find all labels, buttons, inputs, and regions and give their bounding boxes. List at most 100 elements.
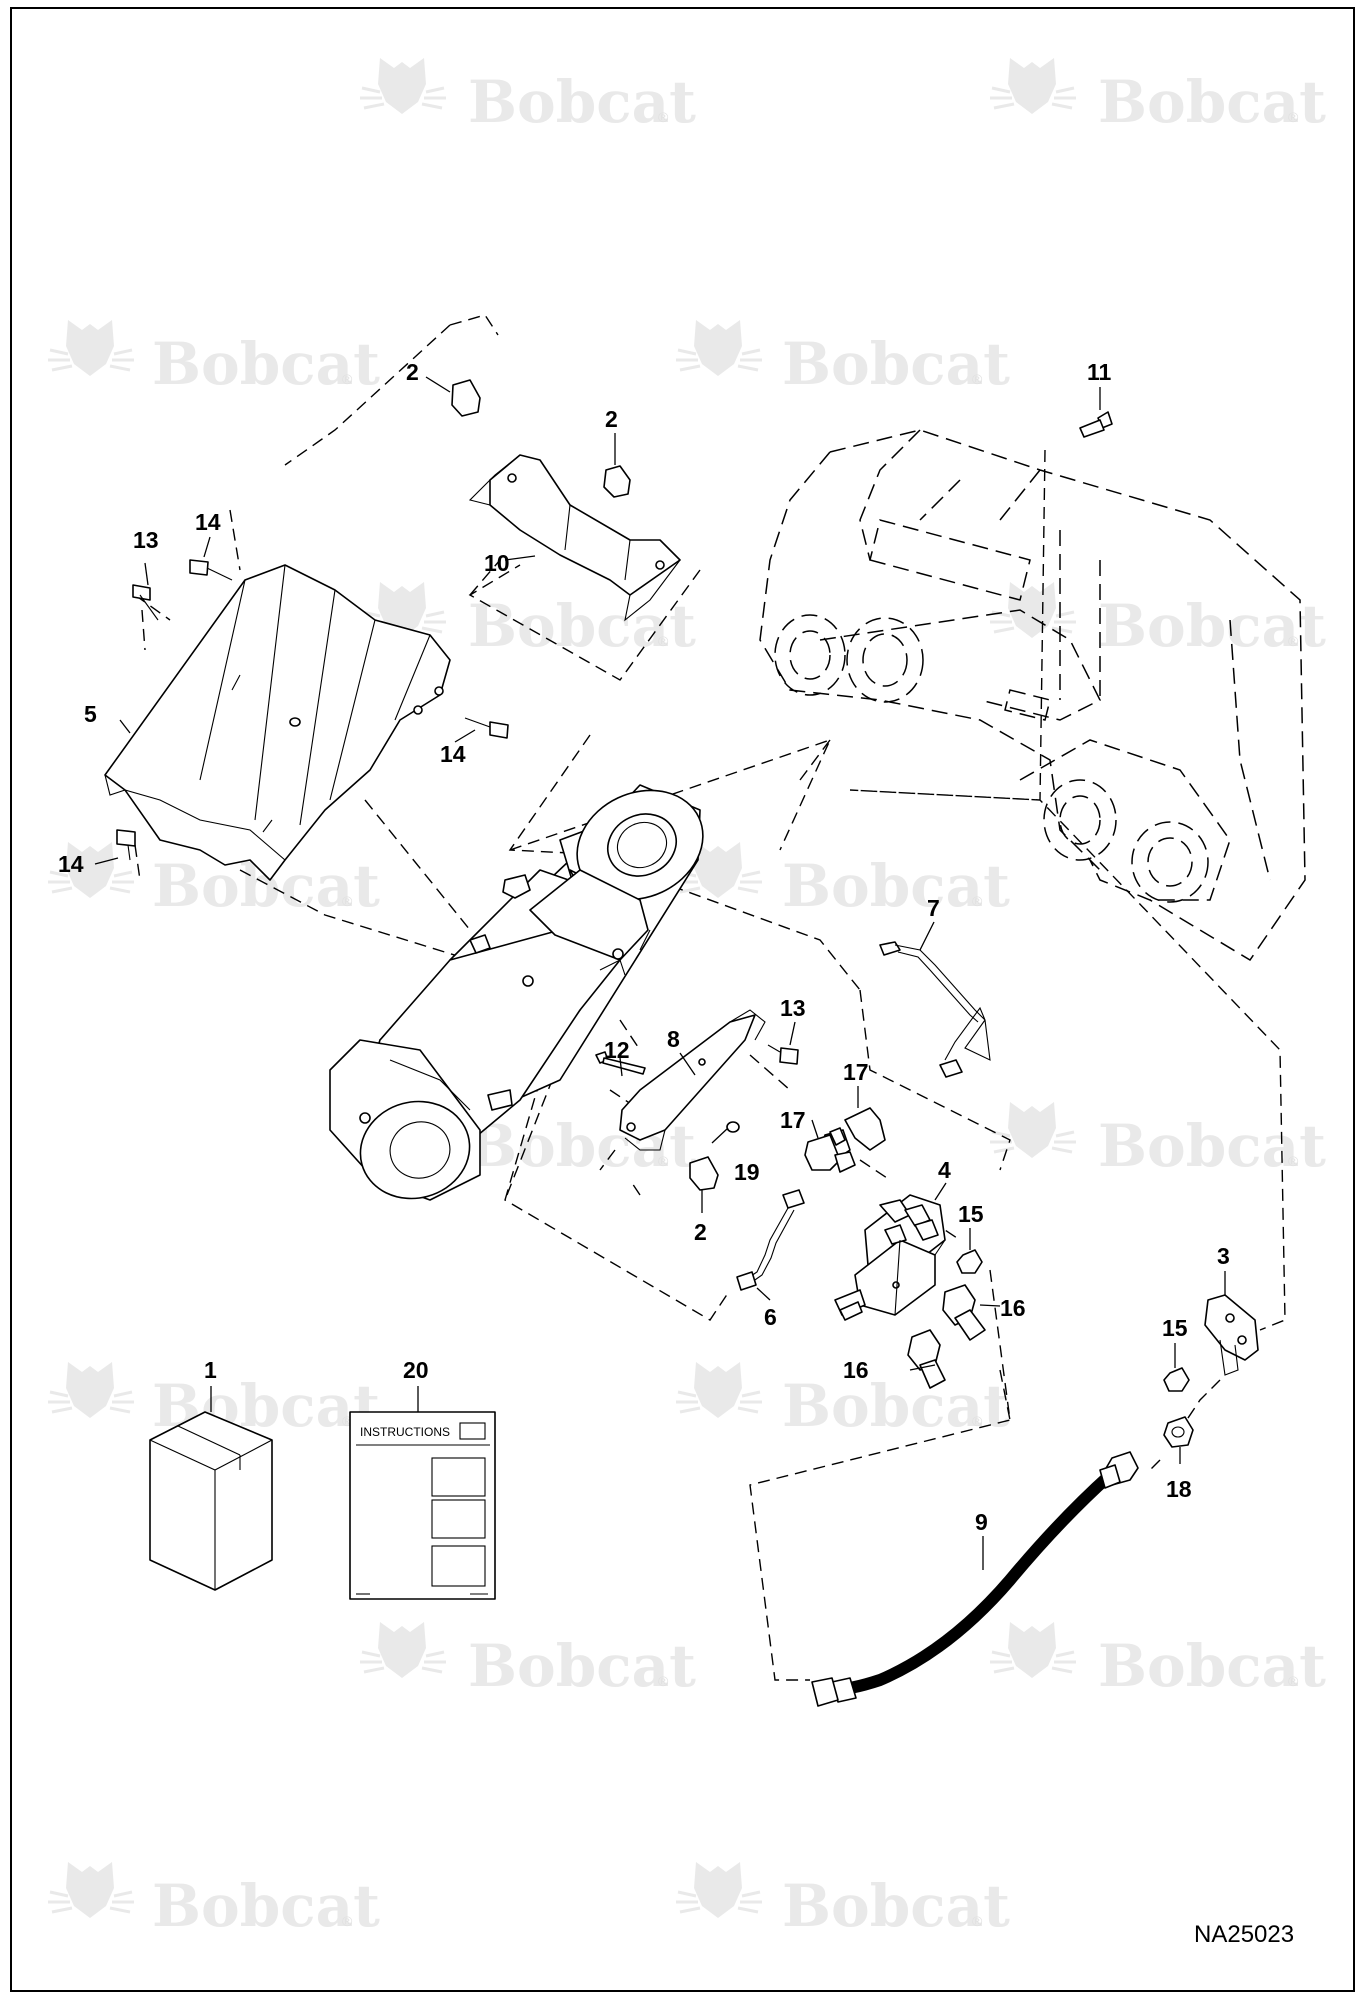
- callout-13-right: 13: [780, 995, 806, 1021]
- svg-text:Bobcat: Bobcat: [1098, 1632, 1326, 1700]
- watermark-12: Bobcat®: [674, 1360, 1010, 1440]
- watermark-15: Bobcat®: [46, 1860, 380, 1940]
- registered-mark: ®: [342, 1913, 353, 1929]
- nut-part-18: [1163, 1416, 1194, 1448]
- diagram-frame: [10, 7, 1355, 1992]
- callout-10: 10: [484, 550, 510, 576]
- callout-17-upper: 17: [843, 1059, 869, 1085]
- lift-cylinder: [329, 784, 704, 1201]
- elbow-17-upper: [844, 1107, 886, 1151]
- callout-16-right: 16: [1000, 1295, 1026, 1321]
- callout-19: 19: [734, 1159, 760, 1185]
- valve-part-4: [834, 1194, 946, 1321]
- registered-mark: ®: [658, 633, 669, 649]
- hose-part-9: [811, 1451, 1139, 1707]
- svg-text:Bobcat: Bobcat: [152, 330, 380, 398]
- callout-12: 12: [604, 1037, 630, 1063]
- registered-mark: ®: [1288, 1153, 1299, 1169]
- nut-15-upper: [956, 1249, 983, 1274]
- svg-text:Bobcat: Bobcat: [468, 1632, 696, 1700]
- watermark-layer: Bobcat® Bobcat® Bobcat® Bobcat® Bobcat® …: [46, 56, 1326, 1940]
- callout-18: 18: [1166, 1476, 1192, 1502]
- bolts-shield: [116, 559, 509, 861]
- callout-labels: 2 2 11 13 14 10 5 14 14 7 12 8 13 17 17 …: [58, 359, 1230, 1535]
- registered-mark: ®: [658, 1153, 669, 1169]
- bulkhead-plate-part-3: [1204, 1294, 1259, 1376]
- bleeder-fitting-mid: [469, 934, 491, 954]
- watermark-8: Bobcat®: [674, 840, 1010, 920]
- kit-box-part-1: [149, 1411, 273, 1591]
- svg-text:Bobcat: Bobcat: [152, 1872, 380, 1940]
- washer-19: [726, 1121, 740, 1133]
- svg-text:Bobcat: Bobcat: [1098, 68, 1326, 136]
- parts-8-12-13-19: [595, 1009, 799, 1151]
- shield-part-5: [104, 564, 451, 881]
- registered-mark: ®: [342, 1413, 353, 1429]
- callout-8: 8: [667, 1026, 680, 1052]
- leader-lines: [94, 376, 1226, 1570]
- tube-part-6: [736, 1189, 805, 1291]
- tube-part-7: [879, 941, 991, 1078]
- instruction-sheet-part-20: INSTRUCTIONS: [349, 1411, 496, 1600]
- elbow-fittings-17: [804, 1107, 886, 1173]
- watermark-2: Bobcat®: [988, 56, 1326, 136]
- watermark-13: Bobcat®: [358, 1620, 696, 1700]
- bolt-14-top: [189, 559, 233, 581]
- registered-mark: ®: [972, 893, 983, 909]
- callout-1: 1: [204, 1357, 217, 1383]
- callout-17-lower: 17: [780, 1107, 806, 1133]
- watermark-3: Bobcat®: [46, 318, 380, 398]
- svg-text:INSTRUCTIONS: INSTRUCTIONS: [360, 1425, 450, 1439]
- watermark-5: Bobcat®: [358, 580, 696, 660]
- registered-mark: ®: [972, 1413, 983, 1429]
- callout-14-left: 14: [58, 851, 84, 877]
- nut-2-bottom: [689, 1156, 719, 1191]
- svg-text:Bobcat: Bobcat: [782, 330, 1010, 398]
- bolt-14-right: [464, 717, 509, 739]
- callout-14-right: 14: [440, 741, 466, 767]
- registered-mark: ®: [972, 371, 983, 387]
- watermark-16: Bobcat®: [674, 1860, 1010, 1940]
- callout-2-top-right: 2: [605, 406, 618, 432]
- nut-2-top-left: [451, 379, 481, 417]
- port-fitting-bottom: [487, 1089, 513, 1111]
- bracket-part-8: [619, 1009, 766, 1151]
- callout-2-bottom: 2: [694, 1219, 707, 1245]
- svg-text:Bobcat: Bobcat: [468, 592, 696, 660]
- registered-mark: ®: [342, 893, 353, 909]
- elbow-17-lower: [804, 1134, 841, 1171]
- nuts-part-2: [451, 379, 719, 1191]
- callout-11: 11: [1087, 359, 1112, 385]
- callout-5: 5: [84, 701, 97, 727]
- bolt-14-left: [116, 829, 136, 861]
- bleeder-fitting-top: [502, 874, 531, 899]
- registered-mark: ®: [1288, 633, 1299, 649]
- svg-text:Bobcat: Bobcat: [782, 1872, 1010, 1940]
- callout-20: 20: [403, 1357, 429, 1383]
- watermark-1: Bobcat®: [358, 56, 696, 136]
- registered-mark: ®: [1288, 1673, 1299, 1689]
- callout-14-top: 14: [195, 509, 221, 535]
- watermark-4: Bobcat®: [674, 318, 1010, 398]
- callout-6: 6: [764, 1304, 777, 1330]
- nut-15-lower: [1163, 1367, 1190, 1392]
- registered-mark: ®: [342, 371, 353, 387]
- bolt-13-top: [132, 584, 159, 621]
- callout-7: 7: [927, 895, 940, 921]
- callout-3: 3: [1217, 1243, 1230, 1269]
- registered-mark: ®: [972, 1913, 983, 1929]
- svg-text:Bobcat: Bobcat: [782, 1372, 1010, 1440]
- callout-2-top-left: 2: [406, 359, 419, 385]
- watermark-14: Bobcat®: [988, 1620, 1326, 1700]
- registered-mark: ®: [658, 109, 669, 125]
- svg-text:Bobcat: Bobcat: [468, 68, 696, 136]
- registered-mark: ®: [658, 1673, 669, 1689]
- svg-text:Bobcat: Bobcat: [1098, 1112, 1326, 1180]
- bolt-12: [595, 1051, 646, 1075]
- registered-mark: ®: [1288, 109, 1299, 125]
- callout-4: 4: [938, 1157, 951, 1183]
- bolt-part-11: [1079, 411, 1113, 438]
- callout-9: 9: [975, 1509, 988, 1535]
- figure-id: NA25023: [1194, 1921, 1294, 1948]
